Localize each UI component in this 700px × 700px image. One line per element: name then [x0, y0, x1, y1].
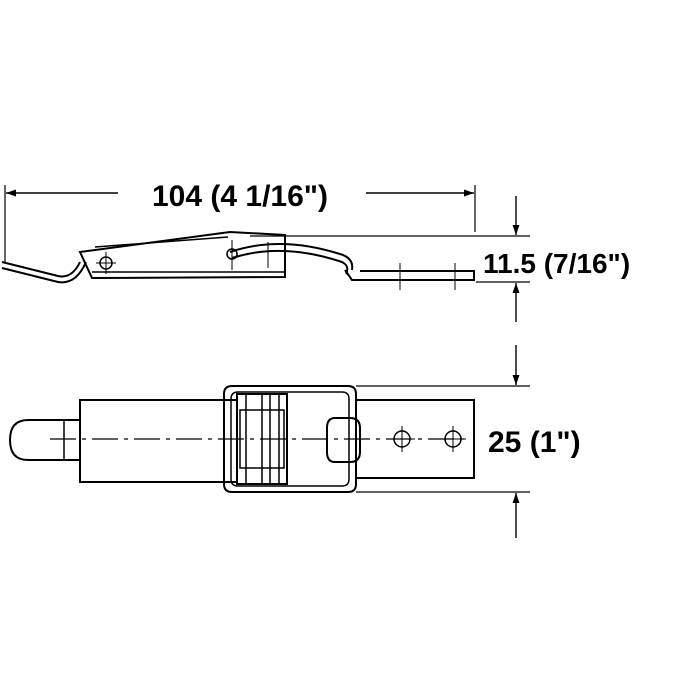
side-catch-plate — [344, 269, 475, 281]
top-handle-tip — [8, 419, 80, 461]
length-label: 104 (4 1/16") — [152, 180, 328, 213]
side-lever-body — [78, 230, 286, 280]
height-label: 11.5 (7/16") — [483, 248, 630, 279]
top-wire-loop-inner — [230, 391, 350, 487]
latch-top-view — [8, 385, 475, 493]
latch-side-view — [1, 230, 475, 290]
mounting-hole-1 — [389, 426, 415, 452]
mounting-hole-2 — [440, 426, 466, 452]
length-dimension: 104 (4 1/16") — [4, 180, 476, 262]
top-catch-plate — [355, 399, 475, 479]
top-wire-loop-outer — [223, 385, 357, 493]
side-hook-wire — [229, 242, 354, 271]
top-lever-body — [79, 399, 238, 483]
side-handle-wire — [1, 261, 81, 278]
top-hook — [326, 417, 361, 463]
width-label: 25 (1") — [488, 426, 581, 459]
width-dimension: 25 (1") — [356, 345, 581, 538]
height-dimension: 11.5 (7/16") — [250, 196, 630, 322]
